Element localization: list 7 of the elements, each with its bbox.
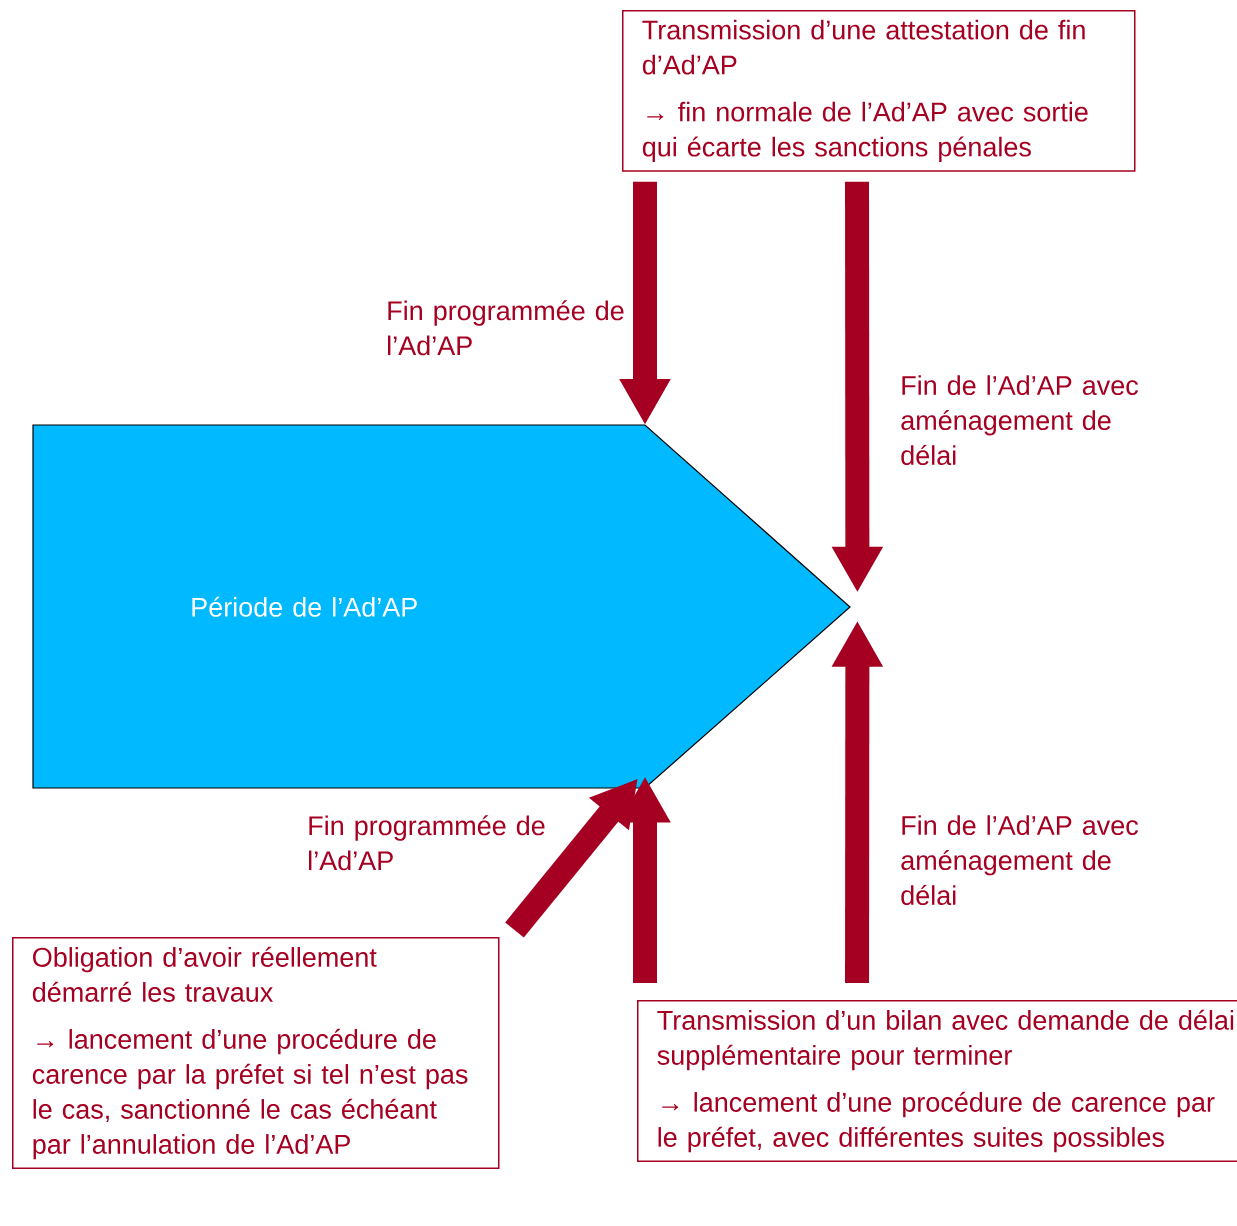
text-box: Obligation d’avoir réellement démarré les travaux → lancement d’une procédure de carence par la préfet si tel n’est pas le cas, sanctionné le cas échéant par l’annulation de l’Ad’AP xyxy=(12,937,500,1169)
text-box: Transmission d’une attestation de fin d’Ad’AP → fin normale de l’Ad’AP avec sortie qui écarte les sanctions pénales xyxy=(622,10,1136,172)
edge-label: Fin de l’Ad’AP avec aménagement de délai xyxy=(901,375,1139,466)
text-box: Transmission d’un bilan avec demande de délai supplémentaire pour terminer → lancement d’une procédure de carence par le préfet, avec différentes suites possibles xyxy=(637,1000,1237,1162)
edge-label: Fin de l’Ad’AP avec aménagement de délai xyxy=(901,815,1139,906)
edge-label: Fin programmée de l’Ad’AP xyxy=(388,300,624,356)
edge-label: Fin programmée de l’Ad’AP xyxy=(309,815,545,871)
